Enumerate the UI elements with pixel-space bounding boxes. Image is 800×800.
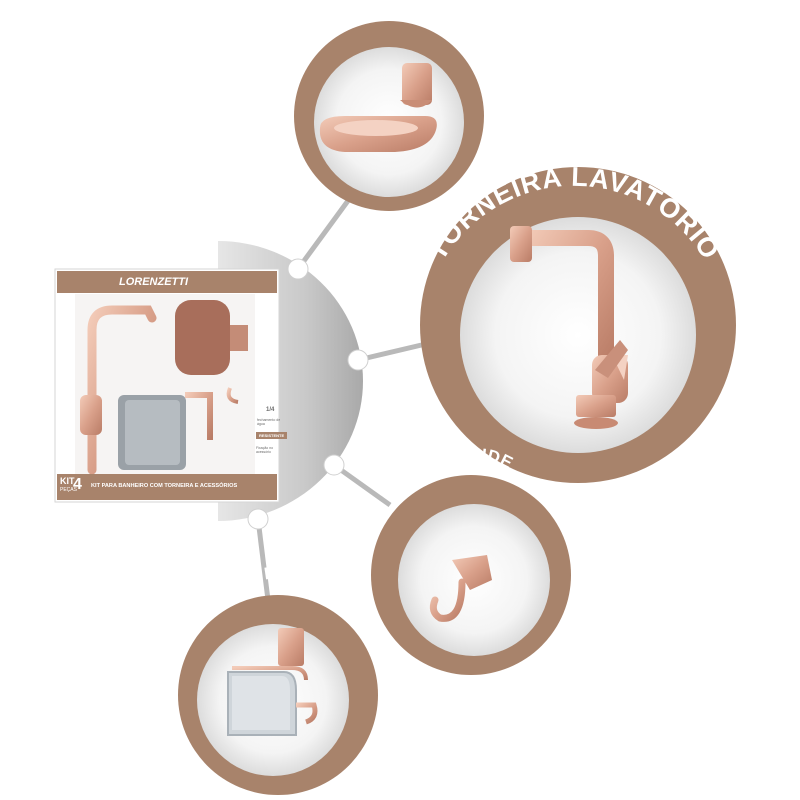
fixing-badge: Fixação no acessório xyxy=(256,446,274,454)
kit-sub: PEÇAS xyxy=(60,487,77,493)
resistant-badge: RESISTENTE xyxy=(256,432,288,439)
connector-lines xyxy=(255,196,431,601)
connector-nodes xyxy=(247,258,369,530)
kit-box xyxy=(54,268,280,503)
quarter-turn-badge: 1/4 xyxy=(266,407,275,413)
quarter-turn-sub: fechamento de água xyxy=(257,418,281,426)
papeleira-label: PAPELEIRA xyxy=(225,563,335,600)
kit-word: KIT xyxy=(60,476,75,486)
kit-strip: KIT PEÇAS 4 KIT PARA BANHEIRO COM TORNEI… xyxy=(57,474,277,500)
saboneteira-circle: SABONETEIRA xyxy=(294,0,484,211)
papeleira-circle: PAPELEIRA xyxy=(178,563,378,795)
kit-count: 4 xyxy=(73,476,82,493)
brand-name: LORENZETTI xyxy=(57,271,277,293)
cabide-circle: CABIDE xyxy=(371,445,571,675)
torneira-circle: TORNEIRA LAVATÓRIO xyxy=(420,162,736,483)
kit-description: KIT PARA BANHEIRO COM TORNEIRA E ACESSÓR… xyxy=(91,483,238,489)
